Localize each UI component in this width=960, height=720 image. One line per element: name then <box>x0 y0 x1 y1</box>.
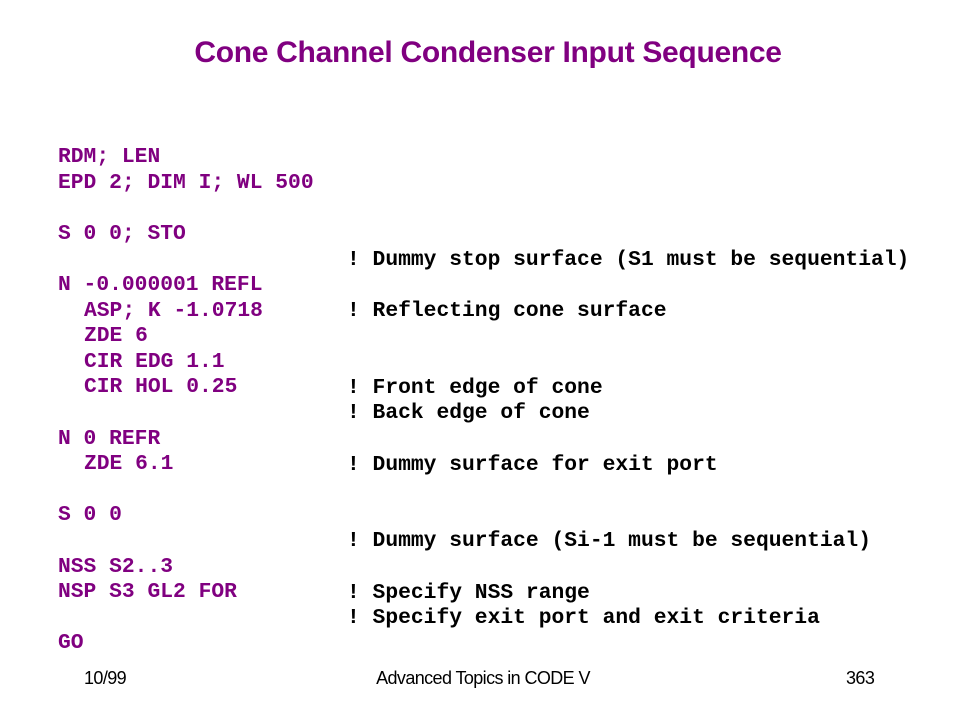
code-command: EPD 2; DIM I; WL 500 <box>58 170 314 195</box>
code-line: S 0 0; STO ! Dummy stop surface (S1 must… <box>58 195 909 272</box>
code-line: CIR EDG 1.1 ! Front edge of cone <box>58 323 603 400</box>
code-command: S 0 0 <box>58 503 122 528</box>
slide-title: Cone Channel Condenser Input Sequence <box>194 36 782 69</box>
code-comment: ! Reflecting cone surface <box>347 299 667 323</box>
footer-course-title: Advanced Topics in CODE V <box>376 668 590 688</box>
code-comment: ! Dummy surface for exit port <box>347 452 718 477</box>
code-command: ZDE 6 <box>84 324 148 349</box>
code-line: ZDE 6 <box>58 297 148 348</box>
code-comment: ! Dummy surface (Si-1 must be sequential… <box>347 529 871 554</box>
code-command: N 0 REFR <box>58 426 161 451</box>
code-line: CIR HOL 0.25 ! Back edge of cone <box>58 348 590 425</box>
code-command: NSP S3 GL2 FOR <box>58 580 237 605</box>
code-comment: ! Specify exit port and exit criteria <box>347 606 820 631</box>
code-comment: ! Dummy stop surface (S1 must be sequent… <box>347 247 910 272</box>
code-command: GO <box>58 631 84 656</box>
code-comment: ! Front edge of cone <box>347 375 603 400</box>
code-line: NSP S3 GL2 FOR ! Specify exit port and e… <box>58 553 820 630</box>
code-line: GO <box>58 604 109 655</box>
code-command: S 0 0; STO <box>58 221 186 246</box>
footer-page-number: 363 <box>846 668 875 688</box>
code-command: CIR EDG 1.1 <box>84 349 225 374</box>
code-line: N 0 REFR ! Dummy surface for exit port <box>58 400 718 477</box>
code-line: N -0.000001 REFL ! Reflecting cone surfa… <box>58 246 667 323</box>
code-command: CIR HOL 0.25 <box>84 375 238 400</box>
code-line: EPD 2; DIM I; WL 500 <box>58 144 314 195</box>
code-command: N -0.000001 REFL <box>58 273 263 297</box>
code-comment: ! Specify NSS range <box>347 580 590 605</box>
code-command: NSS S2..3 <box>58 554 174 579</box>
code-line: ZDE 6.1 <box>58 425 173 476</box>
footer-date: 10/99 <box>84 668 127 688</box>
code-command: ASP; K -1.0718 <box>84 298 263 323</box>
code-line: RDM; LEN <box>58 118 160 169</box>
code-line: S 0 0 ! Dummy surface (Si-1 must be sequ… <box>58 476 871 553</box>
code-line: ASP; K -1.0718 <box>58 272 263 323</box>
code-command: ZDE 6.1 <box>84 452 174 477</box>
code-command: RDM; LEN <box>58 145 161 169</box>
code-line: NSS S2..3 ! Specify NSS range <box>58 528 590 605</box>
code-comment: ! Back edge of cone <box>347 401 590 426</box>
